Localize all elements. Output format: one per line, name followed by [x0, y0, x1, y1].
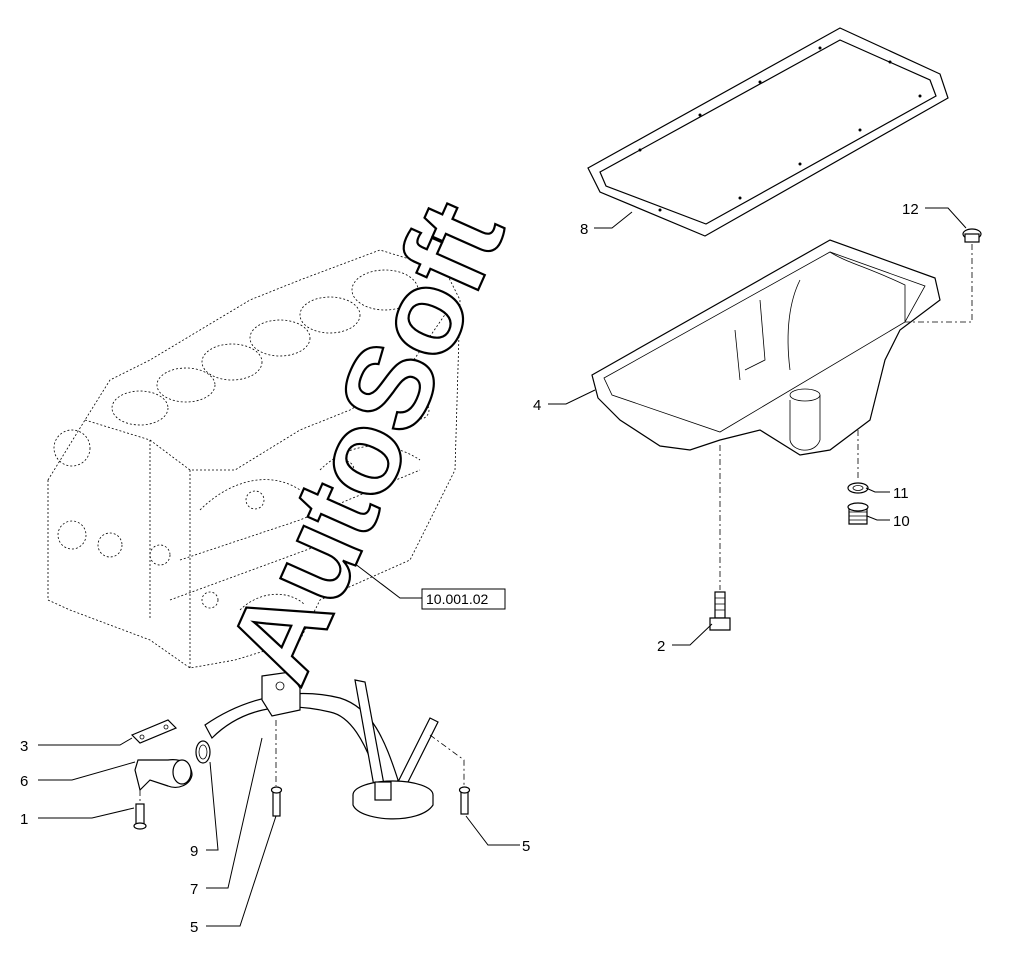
- watermark: AutoSoft: [201, 183, 529, 700]
- callout-1: 1: [20, 811, 28, 828]
- engine-block-outline: [47, 249, 461, 669]
- flange-gasket: [130, 719, 178, 744]
- pan-screw: [709, 591, 731, 631]
- callout-5-left: 5: [190, 919, 198, 936]
- plug: [962, 228, 982, 243]
- callout-12: 12: [902, 201, 919, 218]
- callout-6: 6: [20, 773, 28, 790]
- bolt-5-right-guide: [429, 734, 465, 786]
- callout-11: 11: [893, 485, 909, 502]
- callout-10: 10: [893, 513, 910, 530]
- bolt-1: [133, 803, 147, 830]
- bolt-5-right: [458, 786, 471, 815]
- o-ring: [195, 740, 211, 764]
- callout-8: 7: [190, 881, 198, 898]
- callout-2: 2: [657, 638, 665, 655]
- callout-3: 3: [20, 738, 28, 755]
- leader-lines: [38, 207, 967, 927]
- callout-4: 4: [533, 397, 541, 414]
- reference-box[interactable]: 10.001.02: [421, 588, 506, 610]
- oil-pan-gasket: [587, 27, 949, 237]
- plug-guide-line: [905, 244, 973, 323]
- reference-label: 10.001.02: [426, 591, 488, 607]
- oil-pickup-pipe: [204, 671, 439, 820]
- bolt-5-left: [270, 786, 283, 817]
- oil-pan: [591, 239, 941, 456]
- callout-5-right: 5: [522, 838, 530, 855]
- callout-7: 8: [580, 221, 588, 238]
- drain-plug: [847, 502, 869, 525]
- callout-9: 9: [190, 843, 198, 860]
- seal-ring: [847, 482, 869, 494]
- elbow-pipe: [134, 759, 193, 792]
